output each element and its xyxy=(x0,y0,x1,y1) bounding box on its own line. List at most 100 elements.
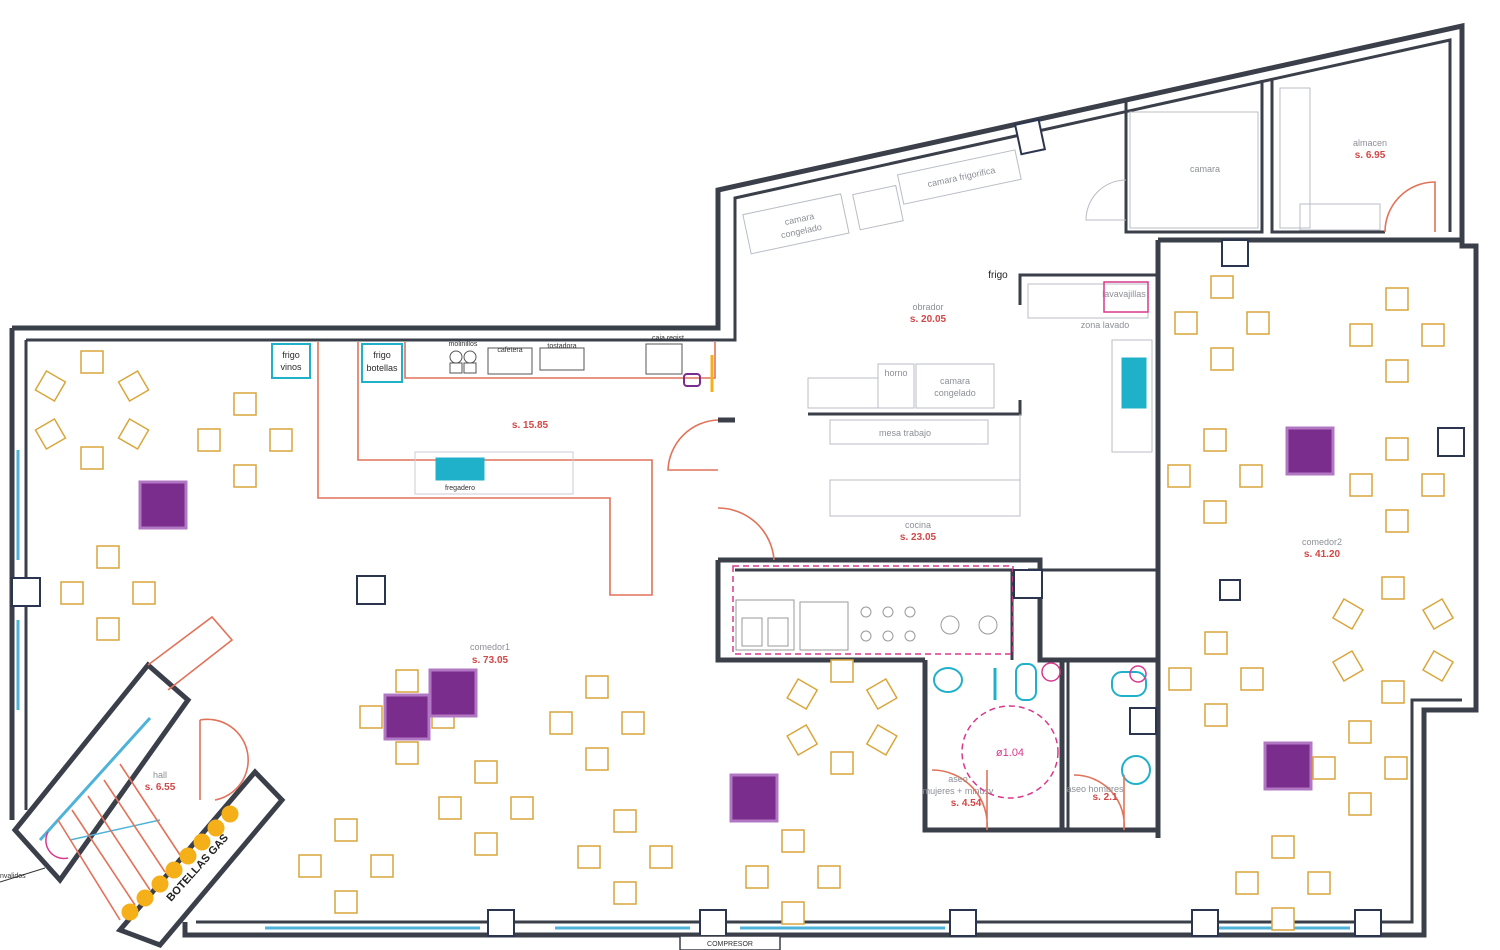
cocina-name: cocina xyxy=(905,520,931,530)
cafetera-label: cafetera xyxy=(497,347,522,354)
washbasin-1 xyxy=(933,667,963,693)
aseo1-area: s. 4.54 xyxy=(951,798,982,809)
almacen-area: s. 6.95 xyxy=(1355,150,1386,161)
chair xyxy=(132,581,156,605)
chair xyxy=(34,369,67,403)
obrador-partition xyxy=(1018,273,1158,305)
chair xyxy=(621,711,645,735)
chair xyxy=(438,796,462,820)
chair xyxy=(1168,667,1192,691)
table-purple xyxy=(1285,426,1335,476)
cafetera xyxy=(487,347,533,375)
chair xyxy=(1348,792,1372,816)
chair xyxy=(1385,359,1409,383)
obrador-counter xyxy=(1111,339,1153,453)
pillar-south-4 xyxy=(1191,909,1219,937)
chair xyxy=(1271,835,1295,859)
chair xyxy=(1204,703,1228,727)
camara-box xyxy=(1129,111,1259,229)
chair xyxy=(1167,464,1191,488)
turning-circle-label: ø1.04 xyxy=(996,747,1024,759)
chair xyxy=(1203,428,1227,452)
toilet-1 xyxy=(1015,663,1037,701)
hall-name: hall xyxy=(153,770,167,780)
chair xyxy=(781,829,805,853)
frigo-vinos-label-2: vinos xyxy=(280,362,302,372)
camara-congelado-2-label-2: congelado xyxy=(934,388,976,398)
almacen-door[interactable] xyxy=(1384,181,1436,233)
vent-1 xyxy=(1041,662,1061,682)
pillar-comedor2 xyxy=(1219,579,1241,601)
chair xyxy=(1421,597,1455,631)
camara-door[interactable] xyxy=(1085,179,1127,221)
compresor-label: COMPRESOR xyxy=(707,941,753,948)
chair xyxy=(1271,907,1295,931)
chair xyxy=(370,854,394,878)
frigo-botellas-label-1: frigo xyxy=(373,350,391,360)
chair xyxy=(395,741,419,765)
pillar-south-1 xyxy=(487,909,515,937)
cocina-area: s. 23.05 xyxy=(900,532,937,543)
molinillos xyxy=(449,350,477,374)
compresor-box xyxy=(679,935,781,950)
invalidos-leader xyxy=(0,867,46,883)
washbasin-2 xyxy=(1121,755,1151,785)
chair xyxy=(1331,597,1365,631)
zona-lavado-label: zona lavado xyxy=(1081,320,1130,330)
door-bar-kitchen[interactable] xyxy=(667,419,719,471)
molinillos-label: molinillos xyxy=(449,341,478,348)
chair xyxy=(510,796,534,820)
chair xyxy=(1385,287,1409,311)
chair xyxy=(585,675,609,699)
chair xyxy=(613,809,637,833)
chair xyxy=(1307,871,1331,895)
chair xyxy=(117,417,150,451)
chair xyxy=(1421,473,1445,497)
chair xyxy=(1210,275,1234,299)
fregadero-label: fregadero xyxy=(445,485,475,492)
kitchen-inner xyxy=(735,568,1160,660)
fryer xyxy=(799,601,849,651)
chair xyxy=(395,669,419,693)
aseo2-area: s. 2.1 xyxy=(1092,792,1117,803)
chair xyxy=(96,617,120,641)
toilet-2 xyxy=(1111,671,1147,697)
chair xyxy=(786,723,819,757)
chair xyxy=(830,659,854,683)
comedor1-area: s. 73.05 xyxy=(472,655,509,666)
fregadero xyxy=(435,457,485,481)
camara-frigorifica-label: camara frigorifica xyxy=(927,165,997,189)
pillar-south-2 xyxy=(699,909,727,937)
vent-2 xyxy=(1129,665,1147,683)
aseo1-door[interactable] xyxy=(931,769,989,831)
chair xyxy=(817,865,841,889)
mesa-trabajo-label: mesa trabajo xyxy=(879,428,931,438)
chair xyxy=(334,818,358,842)
frigo-botellas xyxy=(361,343,403,383)
lavavajillas-label: lavavajillas xyxy=(1102,289,1146,299)
chair xyxy=(1349,323,1373,347)
bar-counter xyxy=(317,342,653,596)
counter-left xyxy=(807,377,879,409)
door-kitchen-dining[interactable] xyxy=(717,507,775,561)
obrador-sink xyxy=(1121,357,1147,409)
aseo2-door[interactable] xyxy=(1073,774,1126,831)
chair xyxy=(745,865,769,889)
obrador-name: obrador xyxy=(912,302,943,312)
chair xyxy=(1381,680,1405,704)
chair xyxy=(830,751,854,775)
camara-wall xyxy=(1124,80,1264,234)
tostadora xyxy=(539,347,585,371)
pillar-almacen xyxy=(1221,239,1249,267)
chair xyxy=(1331,649,1365,683)
turning-circle xyxy=(961,705,1059,799)
bin xyxy=(683,373,701,387)
invalidos-label: nvalidos xyxy=(0,873,26,880)
chair xyxy=(865,723,898,757)
chair xyxy=(1385,509,1409,533)
frigo-label: frigo xyxy=(988,270,1008,281)
almacen-wall xyxy=(1270,78,1385,234)
pillar-kitchen xyxy=(1013,569,1043,599)
fregadero-counter xyxy=(414,451,574,495)
